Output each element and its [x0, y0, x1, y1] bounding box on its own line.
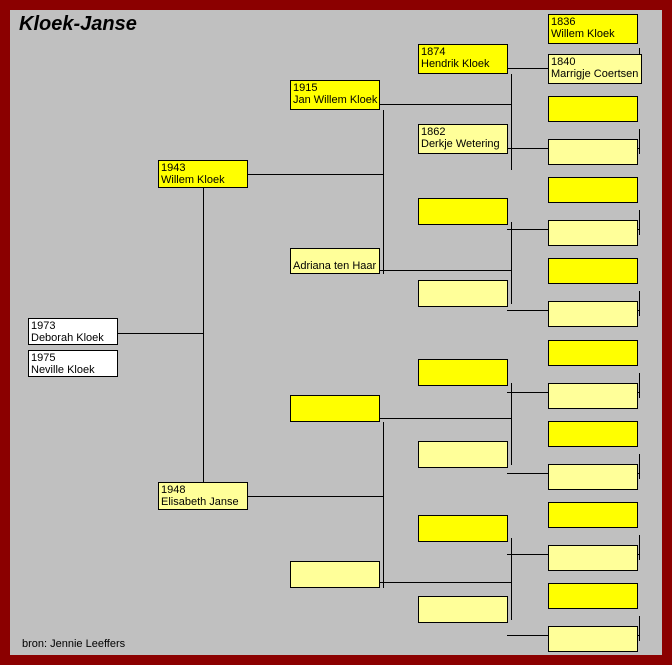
connector-g2b-to-g3: [380, 270, 511, 271]
node-name: Elisabeth Janse: [161, 496, 239, 508]
node-gen4-6[interactable]: [548, 258, 638, 284]
connector-g4-spine-6: [639, 454, 640, 479]
node-year: 1874: [421, 46, 446, 58]
connector-g4-spine-8: [639, 616, 640, 641]
node-gen2-1[interactable]: Adriana ten Haar: [290, 248, 380, 274]
node-gen4-11[interactable]: [548, 464, 638, 490]
connector-g2a-to-g3: [380, 104, 511, 105]
node-name: Deborah Kloek: [31, 332, 104, 344]
connector-gen1-spine: [203, 188, 204, 503]
connector-children-to-spine: [118, 333, 203, 334]
node-gen4-13[interactable]: [548, 545, 638, 571]
connector-g4-spine-7: [639, 535, 640, 560]
node-gen4-12[interactable]: [548, 502, 638, 528]
connector-g4-spine-5: [639, 373, 640, 398]
connector-g4-spine-3: [639, 210, 640, 235]
source-credit: bron: Jennie Leeffers: [22, 638, 126, 650]
node-name: Hendrik Kloek: [421, 58, 490, 70]
node-gen4-5[interactable]: [548, 220, 638, 246]
node-gen4-8[interactable]: [548, 340, 638, 366]
node-gen3-6[interactable]: [418, 515, 508, 542]
connector-g2-spine-a: [383, 110, 384, 274]
connector-g3-spine-2: [511, 222, 512, 304]
node-gen4-3[interactable]: [548, 139, 638, 165]
node-gen3-5[interactable]: [418, 441, 508, 468]
connector-g3-spine-3: [511, 383, 512, 465]
node-gen3-7[interactable]: [418, 596, 508, 623]
node-child-0[interactable]: 1973 Deborah Kloek: [28, 318, 118, 345]
connector-g2d-to-g3: [380, 582, 511, 583]
connector-gen1-father-stub: [203, 188, 204, 198]
node-year: 1948: [161, 484, 186, 496]
node-name: Neville Kloek: [31, 364, 95, 376]
node-name: Willem Kloek: [161, 174, 225, 186]
node-year: 1975: [31, 352, 56, 364]
node-gen2-3[interactable]: [290, 561, 380, 588]
node-year: 1915: [293, 82, 318, 94]
node-year: 1943: [161, 162, 186, 174]
node-gen2-0[interactable]: 1915 Jan Willem Kloek: [290, 80, 380, 110]
node-gen4-4[interactable]: [548, 177, 638, 203]
connector-g3-spine-4: [511, 538, 512, 620]
node-gen3-3[interactable]: [418, 280, 508, 307]
chart-canvas: Kloek-Janse bron: Jennie Leeffers: [10, 10, 662, 655]
node-child-1[interactable]: 1975 Neville Kloek: [28, 350, 118, 377]
connector-g1m-to-g2: [248, 174, 383, 175]
node-gen4-9[interactable]: [548, 383, 638, 409]
node-gen4-2[interactable]: [548, 96, 638, 122]
node-name: Jan Willem Kloek: [293, 94, 378, 106]
connector-g4-spine-4: [639, 291, 640, 316]
node-gen3-4[interactable]: [418, 359, 508, 386]
page-title: Kloek-Janse: [19, 13, 137, 35]
node-gen4-10[interactable]: [548, 421, 638, 447]
node-year: 1836: [551, 16, 576, 28]
connector-g4-spine-2: [639, 129, 640, 154]
connector-g1f-to-g2: [248, 496, 383, 497]
connector-g2-spine-b: [383, 422, 384, 588]
connector-g3-spine-1: [511, 74, 512, 170]
node-gen1-father[interactable]: 1943 Willem Kloek: [158, 160, 248, 188]
node-gen2-2[interactable]: [290, 395, 380, 422]
node-gen3-1[interactable]: 1862 Derkje Wetering: [418, 124, 508, 154]
node-gen1-mother[interactable]: 1948 Elisabeth Janse: [158, 482, 248, 510]
node-name: Willem Kloek: [551, 28, 615, 40]
node-year: 1862: [421, 126, 446, 138]
node-year: 1840: [551, 56, 576, 68]
node-gen4-15[interactable]: [548, 626, 638, 652]
node-name: Marrigje Coertsen: [551, 68, 639, 80]
node-gen4-1[interactable]: 1840 Marrigje Coertsen: [548, 54, 642, 84]
node-gen4-0[interactable]: 1836 Willem Kloek: [548, 14, 638, 44]
node-gen3-0[interactable]: 1874 Hendrik Kloek: [418, 44, 508, 74]
node-gen3-2[interactable]: [418, 198, 508, 225]
node-gen4-7[interactable]: [548, 301, 638, 327]
node-name: Derkje Wetering: [421, 138, 500, 150]
node-gen4-14[interactable]: [548, 583, 638, 609]
connector-g2c-to-g3: [380, 418, 511, 419]
node-name: Adriana ten Haar: [293, 260, 377, 272]
node-year: 1973: [31, 320, 56, 332]
